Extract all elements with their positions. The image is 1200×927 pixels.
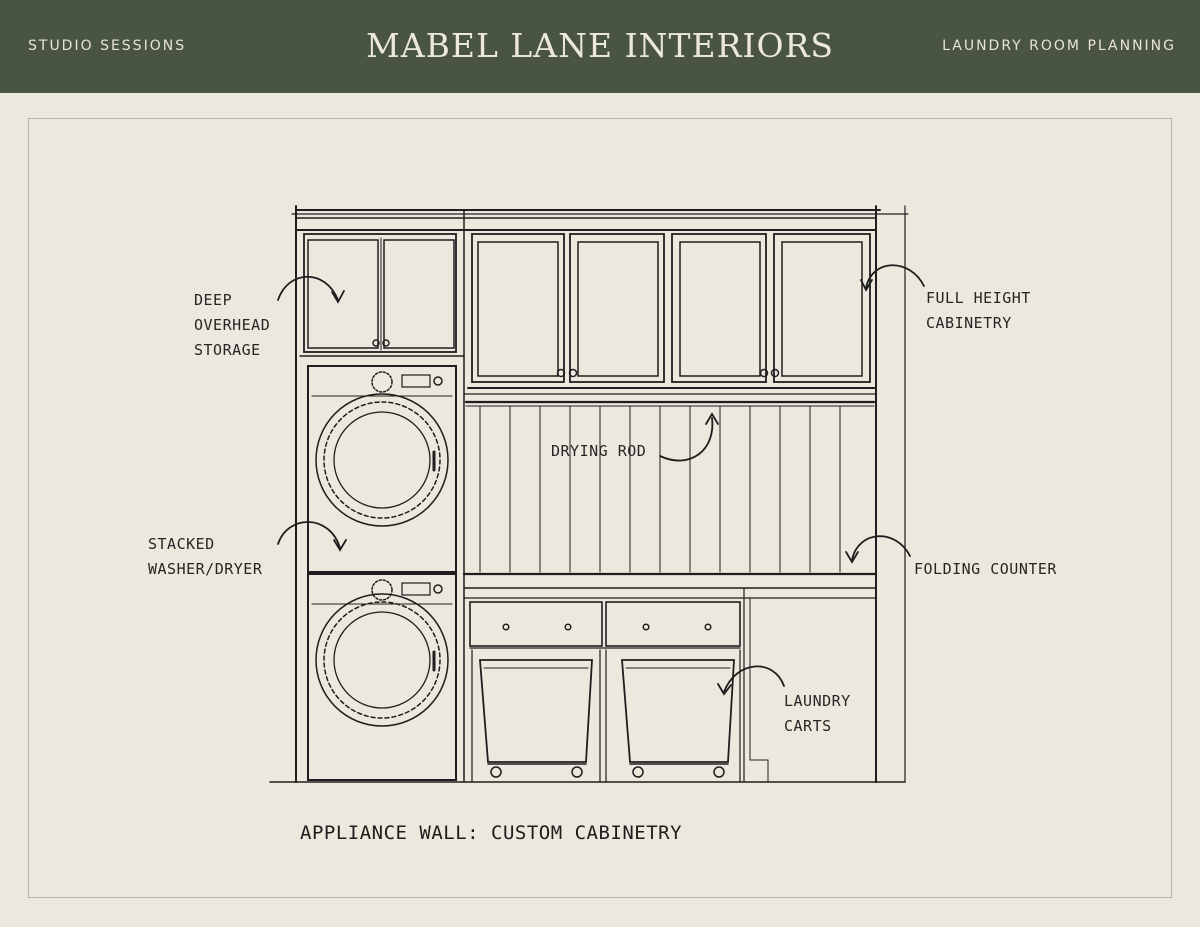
label-deep: DEEP <box>194 291 232 309</box>
brand-title: MABEL LANE INTERIORS <box>366 26 834 65</box>
studio-sessions-label: STUDIO SESSIONS <box>28 38 187 54</box>
label-laundry: LAUNDRY <box>784 692 851 710</box>
arrow-full-height-head-icon <box>860 279 873 292</box>
label-stacked: STACKED <box>148 535 215 553</box>
header-bar: STUDIO SESSIONS MABEL LANE INTERIORS LAU… <box>0 0 1200 93</box>
arrow-washer-head-icon <box>333 539 347 552</box>
label-overhead: OVERHEAD <box>194 316 270 334</box>
arrow-carts-head-icon <box>717 683 732 696</box>
drying-rod-beadboard <box>464 400 876 573</box>
arrow-carts-icon <box>723 665 785 693</box>
label-drying-rod: DRYING ROD <box>551 442 646 460</box>
arrow-full-height-icon <box>865 264 925 289</box>
arrow-overhead-icon <box>277 275 339 301</box>
drawing-frame <box>28 118 1172 898</box>
label-carts: CARTS <box>784 717 832 735</box>
crown-molding <box>291 205 909 783</box>
arrow-drying-rod-icon <box>659 417 714 462</box>
folding-counter <box>462 572 878 783</box>
label-full-height: FULL HEIGHT <box>926 289 1031 307</box>
laundry-room-planning-label: LAUNDRY ROOM PLANNING <box>942 38 1176 54</box>
label-cabinetry: CABINETRY <box>926 314 1012 332</box>
arrow-counter-head-icon <box>845 551 859 564</box>
arrow-drying-rod-head-icon <box>705 412 719 425</box>
annotation-arrows <box>277 264 925 696</box>
washer-dryer-stack <box>307 365 457 781</box>
label-storage: STORAGE <box>194 341 261 359</box>
arrow-overhead-head-icon <box>331 290 345 304</box>
arrow-washer-icon <box>277 521 341 549</box>
arrow-counter-icon <box>851 535 911 561</box>
overhead-cabinet-left <box>299 233 465 357</box>
upper-cabinets <box>463 233 877 395</box>
label-folding-counter: FOLDING COUNTER <box>914 560 1057 578</box>
lower-cart-bays <box>469 601 741 783</box>
label-washer-dryer: WASHER/DRYER <box>148 560 263 578</box>
drawing-caption: APPLIANCE WALL: CUSTOM CABINETRY <box>300 822 682 844</box>
